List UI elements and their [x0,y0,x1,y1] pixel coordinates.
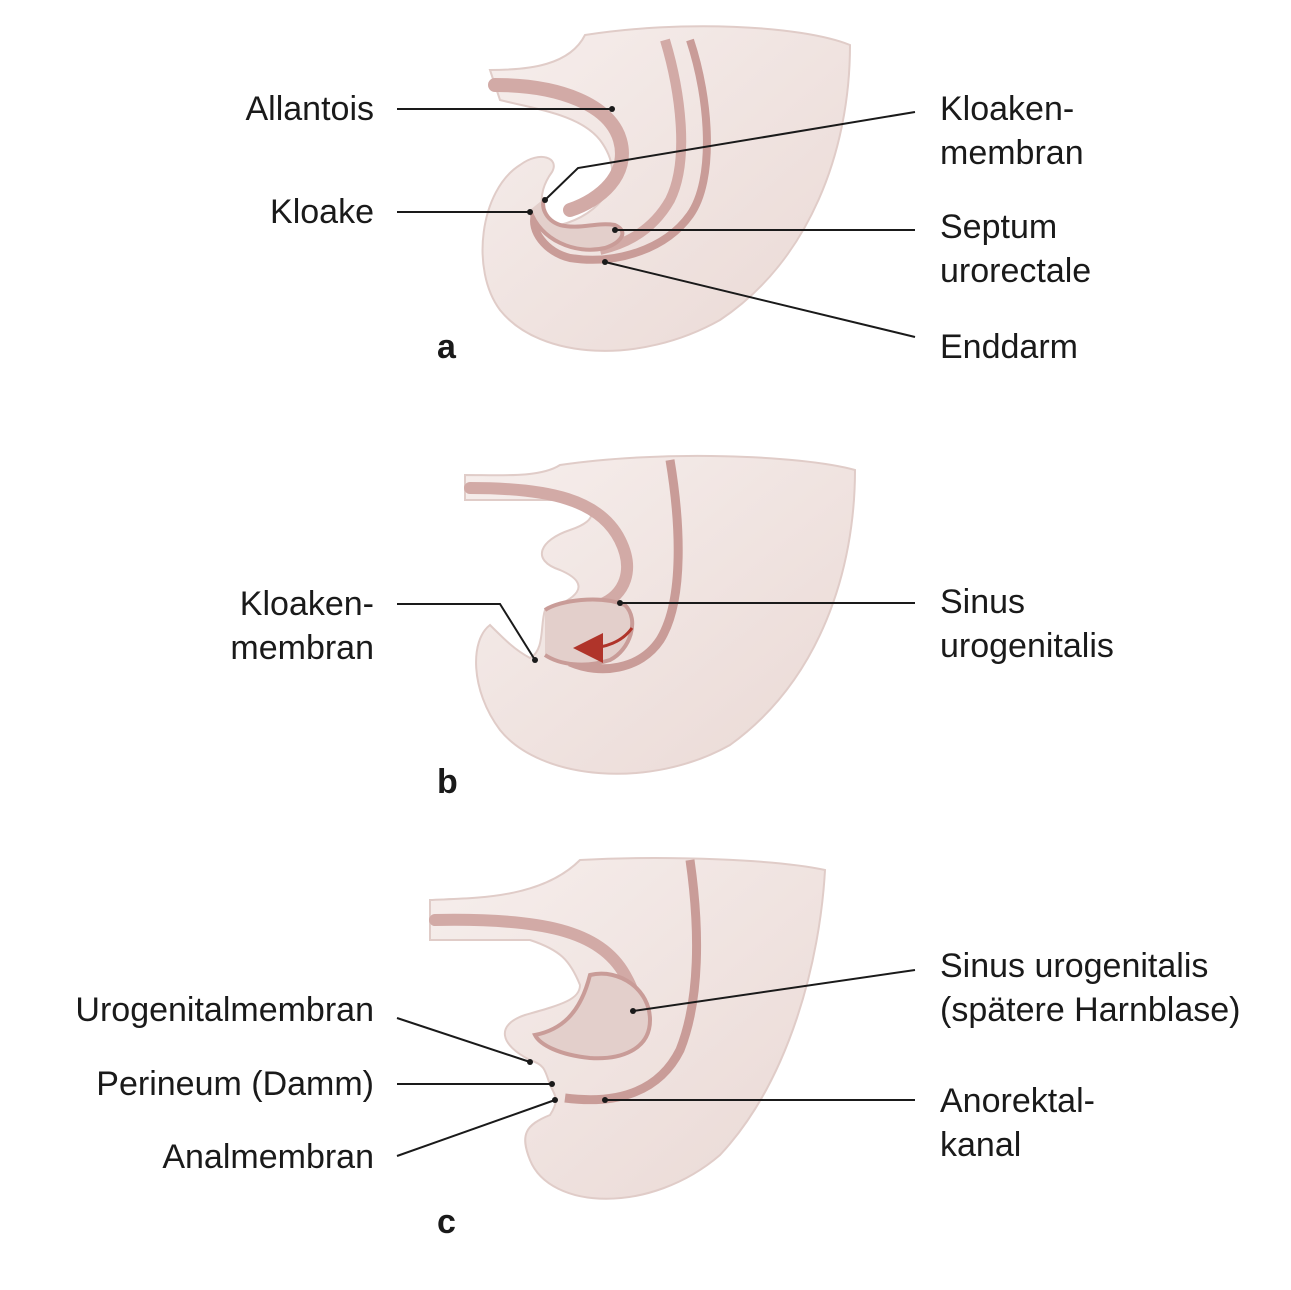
label-anorektal-line1: Anorektal- [940,1082,1095,1120]
panel-letter-c: c [437,1203,456,1241]
panel-a-embryo [481,25,852,352]
panel-b-sinus [543,597,635,667]
label-enddarm: Enddarm [940,328,1078,366]
panel-a-cloaca [528,196,625,252]
label-allantois: Allantois [245,90,374,128]
panel-b-tissue [464,454,857,775]
dot [602,259,608,265]
dot [552,1097,558,1103]
label-sinus-urogenitalis-c: Sinus urogenitalis (spätere Harnblase) [940,944,1240,1032]
panel-c-anorectal-canal [564,859,702,1105]
leader-urogenitalmembran [396,1017,531,1063]
panel-a-allantois-lumen [488,78,629,217]
label-analmembran: Analmembran [162,1138,374,1176]
panel-a-tissue [481,25,852,352]
leader-enddarm [604,261,916,338]
label-kloakenmembran-a: Kloaken- membran [940,87,1084,175]
leader-kloakenmembran-b [397,603,536,661]
leader-sinus-c [632,969,916,1012]
leader-kloakenmembran-a [544,111,916,201]
dot [542,197,548,203]
dot [527,209,533,215]
panel-a-hindgut-inner [530,38,711,264]
label-perineum: Perineum (Damm) [96,1065,374,1103]
leader-analmembran [396,1099,556,1157]
panel-c-bladder [532,971,653,1061]
panel-b-rotation-arrow [573,627,634,663]
label-urogenitalmembran: Urogenitalmembran [75,991,374,1029]
label-kloakenmembran-a-line1: Kloaken- [940,90,1075,128]
panel-a-hindgut-outer [598,38,687,255]
label-sinus-b-line2: urogenitalis [940,627,1114,665]
label-kloakenmembran-a-line2: membran [940,134,1084,172]
leader-dots [527,106,636,1103]
panel-b-embryo [464,454,857,775]
dot [527,1059,533,1065]
label-sinus-urogenitalis-b: Sinus urogenitalis [940,580,1114,668]
panel-letter-a: a [437,328,456,366]
label-sinus-c-line1: Sinus urogenitalis [940,947,1209,985]
label-kloakenmembran-b-line2: membran [230,629,374,667]
label-anorektal-line2: kanal [940,1126,1022,1164]
dot [630,1008,636,1014]
panel-c-embryo [429,857,827,1200]
dot [549,1081,555,1087]
dot [612,227,618,233]
dot [532,657,538,663]
dot [617,600,623,606]
label-anorektalkanal: Anorektal- kanal [940,1079,1095,1167]
label-kloakenmembran-b: Kloaken- membran [230,582,374,670]
label-kloakenmembran-b-line1: Kloaken- [239,585,374,623]
label-kloake: Kloake [270,193,374,231]
dot [602,1097,608,1103]
label-septum-urorectale: Septum urorectale [940,205,1091,293]
leader-lines [396,108,916,1157]
label-septum-line2: urorectale [940,252,1092,290]
panel-b-hindgut [568,459,683,674]
dot [609,106,615,112]
panel-b-allantois-lumen [464,482,634,611]
panel-letter-b: b [437,763,458,801]
label-sinus-c-line2: (spätere Harnblase) [940,991,1241,1029]
label-sinus-b-line1: Sinus [940,583,1026,621]
label-septum-line1: Septum [940,208,1058,246]
